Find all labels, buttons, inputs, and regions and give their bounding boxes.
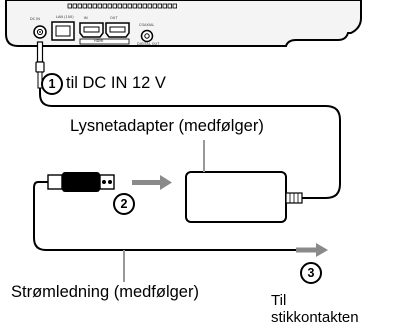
plug-to-adapter-arrow (132, 175, 172, 190)
digital-out-marking: DIGITAL OUT (137, 42, 160, 46)
lan-marking: LAN (100) (56, 15, 74, 19)
step-1-label: til DC IN 12 V (66, 74, 166, 92)
power-cord-plug (47, 172, 115, 192)
step-1-marker: 1 (41, 73, 63, 95)
adapter-label: Lysnetadapter (medfølger) (70, 117, 264, 135)
vent-row (67, 3, 177, 9)
outlet-label-line1: Til (271, 292, 287, 309)
hdmi-out-port (105, 22, 130, 38)
hdmi-logo-box (79, 38, 130, 45)
step-2-marker: 2 (113, 193, 135, 215)
dc-in-marking: DC IN (30, 17, 40, 21)
power-cord-label: Strømledning (medfølger) (11, 283, 199, 301)
hdmi-logo-text: HDMI (94, 39, 104, 43)
dc-cable (39, 88, 341, 199)
power-adapter (185, 171, 303, 223)
to-outlet-arrow (296, 243, 328, 257)
outlet-label-line2: stikkontakten (271, 309, 359, 326)
coaxial-jack (140, 29, 154, 43)
power-cord (33, 181, 300, 251)
dc-in-jack (33, 25, 47, 39)
player-rear-panel (5, 0, 362, 89)
dc-plug-cable (35, 41, 45, 89)
lan-port (51, 21, 75, 41)
hdmi-out-marking: OUT (110, 16, 118, 20)
step-3-marker: 3 (300, 262, 322, 284)
hdmi-in-port (79, 22, 104, 38)
hdmi-in-marking: IN (84, 16, 88, 20)
coaxial-marking: COAXIAL (139, 23, 155, 27)
